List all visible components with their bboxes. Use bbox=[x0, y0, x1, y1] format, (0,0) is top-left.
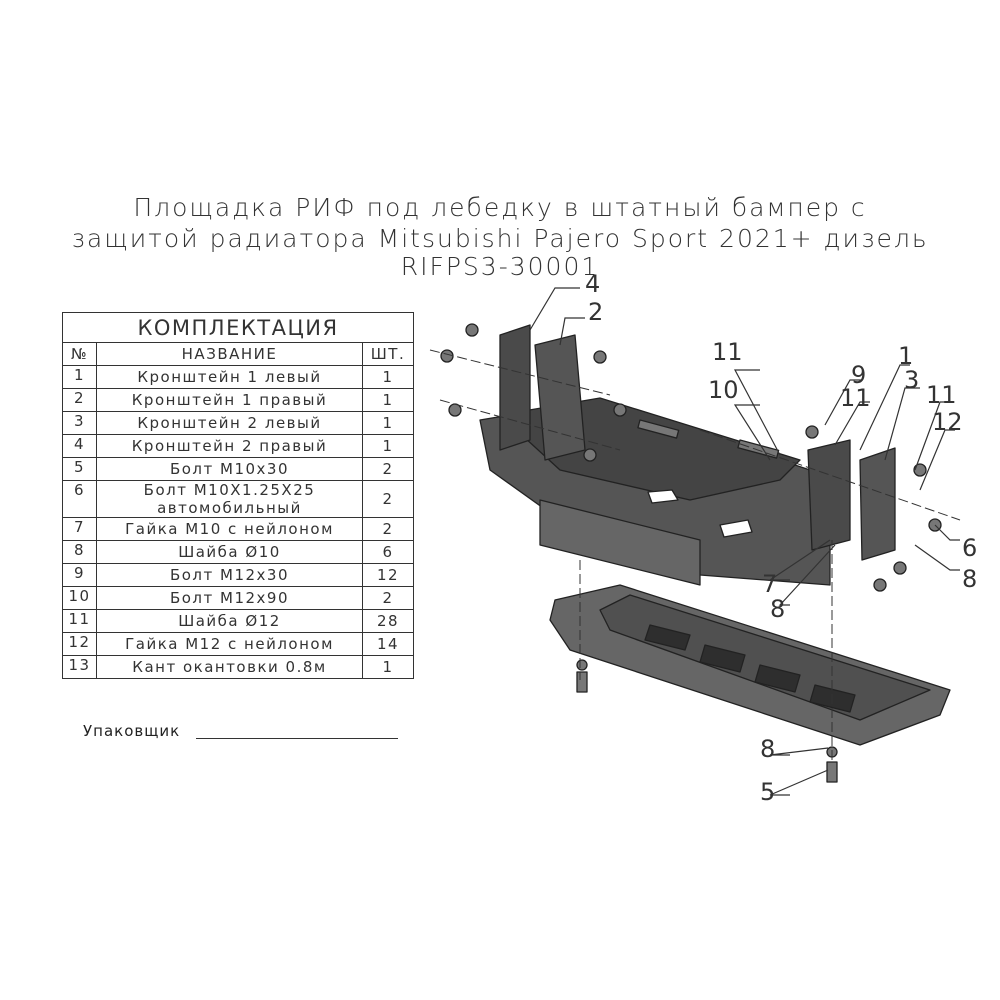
packer-label: Упаковщик bbox=[83, 722, 181, 740]
item-qty: 1 bbox=[362, 655, 414, 679]
item-name: Болт М10Х1.25Х25 автомобильный bbox=[96, 480, 363, 518]
callout-5: 5 bbox=[760, 778, 775, 806]
callout-9: 9 bbox=[851, 361, 866, 389]
callout-8: 8 bbox=[770, 595, 785, 623]
item-name: Кант окантовки 0.8м bbox=[96, 655, 363, 679]
item-qty: 2 bbox=[362, 517, 414, 541]
item-name: Гайка М10 с нейлоном bbox=[96, 517, 363, 541]
item-qty: 1 bbox=[362, 411, 414, 435]
item-name: Кронштейн 1 левый bbox=[96, 365, 363, 389]
item-name: Болт М10х30 bbox=[96, 457, 363, 481]
bracket-4 bbox=[499, 324, 531, 451]
callout-8: 8 bbox=[760, 735, 775, 763]
callout-2: 2 bbox=[588, 298, 603, 326]
title-line-1: Площадка РИФ под лебедку в штатный бампе… bbox=[133, 193, 867, 222]
item-number: 4 bbox=[62, 434, 97, 458]
item-number: 1 bbox=[62, 365, 97, 389]
callout-4: 4 bbox=[585, 270, 600, 298]
title-line-2: защитой радиатора Mitsubishi Pajero Spor… bbox=[71, 224, 929, 253]
callout-8: 8 bbox=[962, 565, 977, 593]
item-number: 7 bbox=[62, 517, 97, 541]
callout-12: 12 bbox=[932, 408, 963, 436]
callout-11: 11 bbox=[926, 381, 957, 409]
item-qty: 2 bbox=[362, 480, 414, 518]
item-number: 11 bbox=[62, 609, 97, 633]
item-qty: 6 bbox=[362, 540, 414, 564]
plate-front-face bbox=[539, 499, 701, 586]
item-qty: 14 bbox=[362, 632, 414, 656]
table-caption: КОМПЛЕКТАЦИЯ bbox=[62, 312, 414, 343]
callout-10: 10 bbox=[708, 376, 739, 404]
header-number: № bbox=[62, 342, 97, 366]
callout-6: 6 bbox=[962, 534, 977, 562]
callout-1: 1 bbox=[898, 342, 913, 370]
part-number: RIFPS3-30001 bbox=[400, 252, 600, 281]
callout-11: 11 bbox=[840, 384, 871, 412]
item-qty: 2 bbox=[362, 586, 414, 610]
callout-7: 7 bbox=[762, 570, 777, 598]
callout-11: 11 bbox=[712, 338, 743, 366]
bracket-3 bbox=[859, 447, 896, 561]
item-name: Кронштейн 2 левый bbox=[96, 411, 363, 435]
item-qty: 12 bbox=[362, 563, 414, 587]
packer-signature-line bbox=[196, 738, 398, 739]
bracket-1 bbox=[807, 439, 851, 551]
item-name: Кронштейн 2 правый bbox=[96, 434, 363, 458]
header-qty: ШТ. bbox=[362, 342, 414, 366]
callout-3: 3 bbox=[904, 366, 919, 394]
item-number: 12 bbox=[62, 632, 97, 656]
item-number: 9 bbox=[62, 563, 97, 587]
item-name: Кронштейн 1 правый bbox=[96, 388, 363, 412]
item-name: Болт М12х30 bbox=[96, 563, 363, 587]
item-qty: 2 bbox=[362, 457, 414, 481]
